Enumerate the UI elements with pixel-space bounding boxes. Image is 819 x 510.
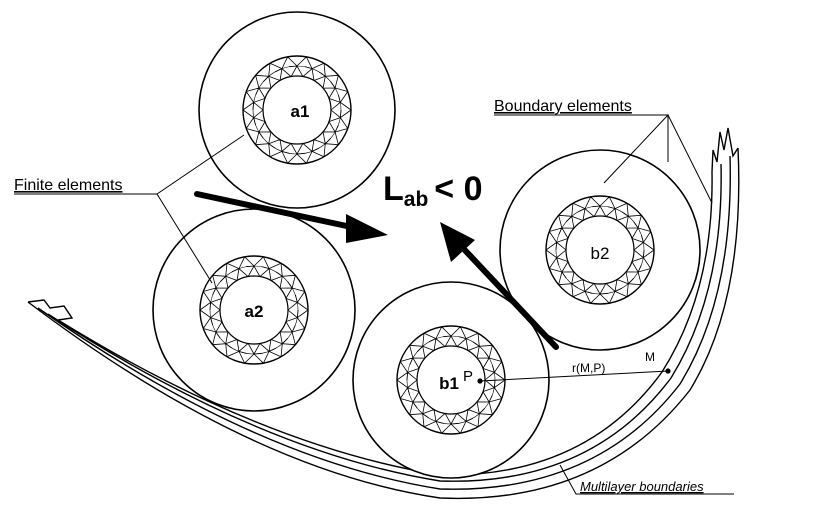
conductor-b2-label: b2 bbox=[591, 244, 610, 263]
multilayer-boundary bbox=[27, 127, 740, 500]
finite-element-mesh bbox=[545, 196, 655, 304]
inductance-subscript: ab bbox=[404, 188, 429, 211]
mesh-mid-ring bbox=[555, 205, 645, 295]
finite-element-mesh bbox=[242, 56, 352, 164]
point-m-label: M bbox=[645, 350, 655, 364]
arrow-b-to-center bbox=[440, 222, 559, 350]
mesh-mid-ring bbox=[209, 265, 299, 355]
boundary-elements-label: Boundary elements bbox=[494, 98, 632, 115]
distance-line bbox=[479, 370, 669, 382]
finite-element-mesh bbox=[199, 256, 309, 364]
conductor-b1-core bbox=[416, 345, 486, 415]
multilayer-boundaries-leader bbox=[559, 464, 734, 495]
inductance-symbol: L bbox=[383, 170, 404, 208]
point-p-label: P bbox=[463, 368, 473, 385]
finite-elements-leader bbox=[14, 134, 245, 284]
distance-label: r(M,P) bbox=[572, 361, 605, 375]
conductor-a2 bbox=[152, 208, 356, 412]
inductance-label: Lab< 0 bbox=[383, 170, 483, 211]
conductor-b2-core bbox=[565, 215, 635, 285]
mesh-mid-ring bbox=[252, 65, 342, 155]
conductor-a2-label: a2 bbox=[245, 302, 264, 321]
point-m-marker bbox=[665, 368, 671, 374]
inductance-relation: < 0 bbox=[434, 170, 482, 208]
boundary-elements-leader bbox=[494, 114, 713, 204]
arrow-a-to-center bbox=[194, 191, 388, 243]
multilayer-boundaries-label: Multilayer boundaries bbox=[580, 479, 704, 494]
conductor-b1-label: b1 bbox=[439, 374, 459, 393]
conductor-b2 bbox=[499, 149, 701, 351]
conductor-a1 bbox=[198, 11, 396, 209]
conductor-a2-core bbox=[219, 275, 289, 345]
finite-elements-label: Finite elements bbox=[14, 177, 123, 194]
conductor-a1-label: a1 bbox=[291, 102, 310, 121]
conductor-a1-core bbox=[262, 75, 332, 145]
